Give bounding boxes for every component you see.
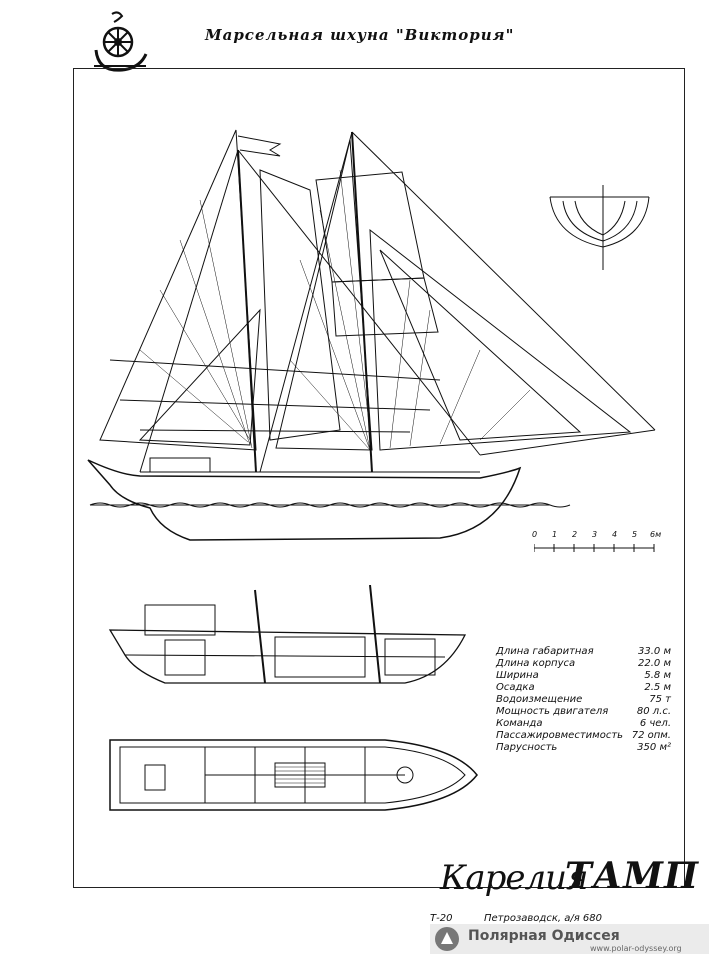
scale-tick-6: 6м xyxy=(650,530,662,539)
spec-row: Длина корпуса 22.0 м xyxy=(496,658,691,670)
watermark-logo xyxy=(435,927,459,951)
scale-tick-0: 0 xyxy=(532,530,538,539)
spec-value: 6 чел. xyxy=(639,718,671,729)
deck-plan-drawing xyxy=(109,739,478,811)
hull-section-drawing xyxy=(549,185,650,270)
spec-value: 350 м² xyxy=(637,742,671,753)
spec-label: Водоизмещение xyxy=(496,694,583,705)
spec-value: 5.8 м xyxy=(644,670,671,681)
scale-tick-1: 1 xyxy=(552,530,558,539)
drawing-frame xyxy=(73,68,685,888)
brand-mark: ТАМП xyxy=(565,855,699,897)
spec-label: Мощность двигателя xyxy=(496,706,609,717)
publisher-address: Петрозаводск, а/я 680 xyxy=(484,913,603,924)
spec-row: Парусность 350 м² xyxy=(496,742,691,754)
spec-label: Команда xyxy=(496,718,543,729)
spec-label: Длина габаритная xyxy=(496,646,594,657)
spec-label: Ширина xyxy=(496,670,539,681)
spec-row: Пассажировместимость 72 опм. xyxy=(496,730,691,742)
spec-label: Осадка xyxy=(496,682,535,693)
longitudinal-section-drawing xyxy=(108,585,467,684)
brand-word: Карелия xyxy=(440,858,589,898)
page-title: Марсельная шхуна "Виктория" xyxy=(205,26,515,44)
spec-row: Команда 6 чел. xyxy=(496,718,691,730)
spec-row: Длина габаритная 33.0 м xyxy=(496,646,691,658)
spec-value: 33.0 м xyxy=(638,646,671,657)
spec-label: Парусность xyxy=(496,742,558,753)
watermark-band xyxy=(430,924,709,954)
spec-value: 72 опм. xyxy=(631,730,671,741)
scale-tick-4: 4 xyxy=(612,530,618,539)
spec-value: 75 т xyxy=(649,694,671,705)
watermark-text: Полярная Одиссея xyxy=(468,928,620,944)
scale-bar xyxy=(534,544,655,552)
watermark-url[interactable]: www.polar-odyssey.org xyxy=(590,944,682,953)
spec-row: Мощность двигателя 80 л.с. xyxy=(496,706,691,718)
sail-plan-drawing xyxy=(87,129,656,541)
spec-label: Длина корпуса xyxy=(496,658,576,669)
spec-row: Водоизмещение 75 т xyxy=(496,694,691,706)
scale-tick-2: 2 xyxy=(572,530,578,539)
scale-tick-5: 5 xyxy=(632,530,638,539)
spec-value: 80 л.с. xyxy=(636,706,671,717)
scale-tick-3: 3 xyxy=(592,530,598,539)
spec-value: 22.0 м xyxy=(638,658,671,669)
spec-row: Осадка 2.5 м xyxy=(496,682,691,694)
spec-row: Ширина 5.8 м xyxy=(496,670,691,682)
scale-labels: 0 1 2 3 4 5 6м xyxy=(532,530,674,542)
spec-value: 2.5 м xyxy=(644,682,671,693)
spec-label: Пассажировместимость xyxy=(496,730,624,741)
logo-emblem xyxy=(94,11,148,72)
sheet-code: Т-20 xyxy=(430,913,453,924)
